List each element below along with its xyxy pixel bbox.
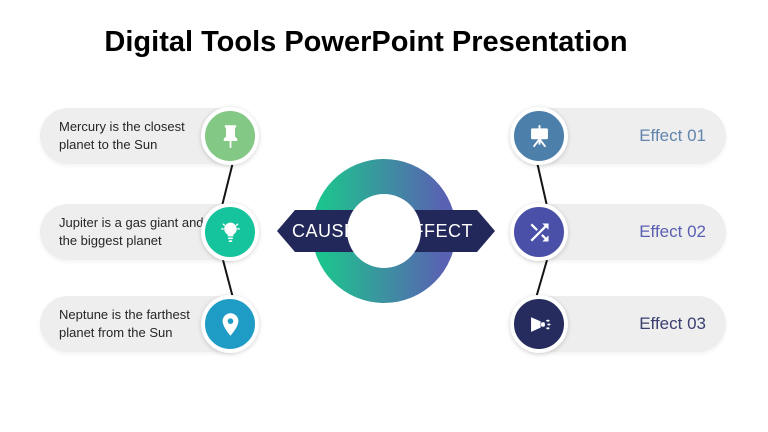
lightbulb-icon (201, 203, 259, 261)
location-pin-icon (201, 295, 259, 353)
cause-text-3: Neptune is the farthest planet from the … (59, 307, 190, 340)
cause-arrow-label: CAUSE (292, 220, 357, 241)
megaphone-icon (510, 295, 568, 353)
ring-center-hole (347, 194, 421, 268)
effect-label-2: Effect 02 (639, 222, 706, 241)
cause-text-2: Jupiter is a gas giant and the biggest p… (59, 215, 204, 248)
effect-label-3: Effect 03 (639, 314, 706, 333)
presentation-screen-icon (510, 107, 568, 165)
effect-label-1: Effect 01 (639, 126, 706, 145)
cause-text-1: Mercury is the closest planet to the Sun (59, 119, 185, 152)
pushpin-icon (201, 107, 259, 165)
shuffle-icon (510, 203, 568, 261)
slide-title: Digital Tools PowerPoint Presentation (104, 26, 628, 58)
